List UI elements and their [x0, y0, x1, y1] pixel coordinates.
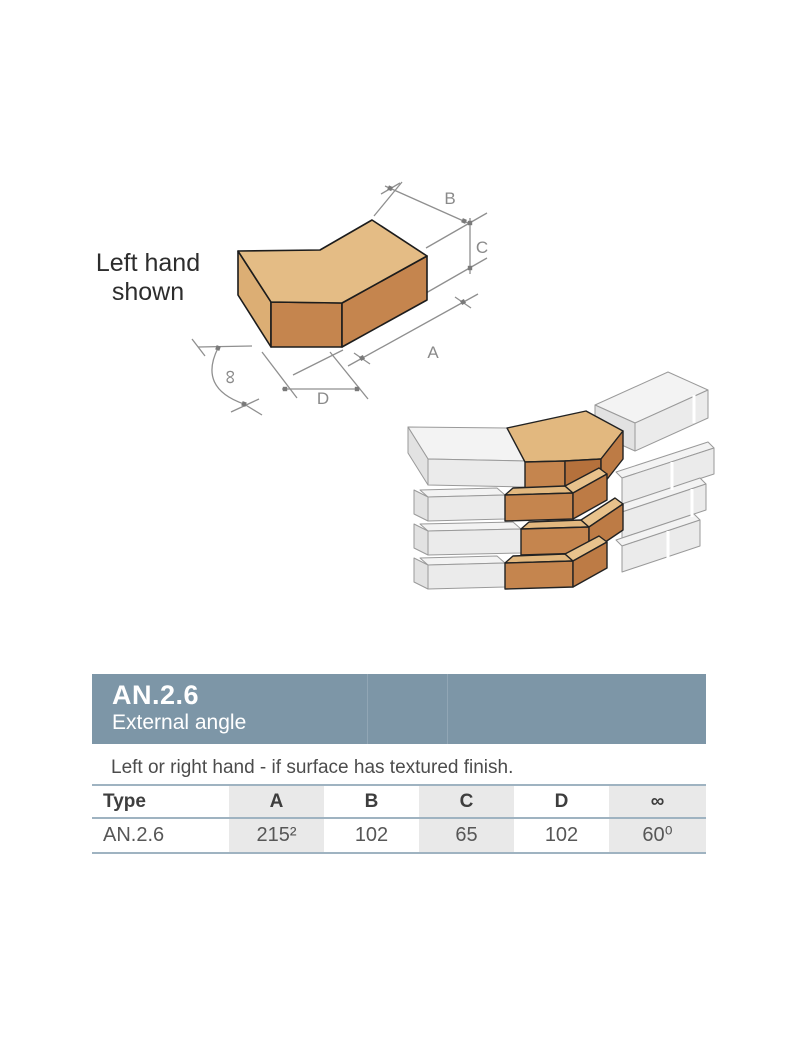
cell-d: 102	[544, 824, 579, 846]
hand-note: Left hand shown	[95, 249, 201, 306]
dim-label-d: D	[317, 389, 329, 408]
col-header-type: Type	[103, 791, 146, 812]
cell-angle: 60⁰	[609, 819, 706, 852]
col-header-a: A	[229, 786, 324, 817]
col-header-d: D	[554, 791, 569, 812]
header-grid-artifact	[447, 674, 448, 744]
header-grid-artifact	[367, 674, 368, 744]
dim-label-b: B	[444, 189, 455, 208]
dimension-labels: B C A D ∞	[219, 189, 488, 408]
cell-c: 65	[419, 819, 514, 852]
product-code: AN.2.6	[112, 680, 200, 710]
wall-corner-bricks	[504, 410, 624, 590]
dim-label-a: A	[427, 343, 439, 362]
dim-label-angle: ∞	[219, 370, 241, 384]
table-row: AN.2.6 215² 102 65 102 60⁰	[92, 819, 706, 852]
product-name: External angle	[112, 711, 247, 734]
product-description: Left or right hand - if surface has text…	[111, 757, 514, 778]
table-header-row: Type A B C D ∞	[92, 786, 706, 819]
cell-type: AN.2.6	[103, 824, 165, 846]
wall-left-wing	[407, 426, 527, 590]
wall-right-joints	[666, 395, 696, 559]
angle-brick-drawing	[237, 219, 428, 348]
cell-b: 102	[354, 824, 389, 846]
col-header-c: C	[419, 786, 514, 817]
brick-illustration: B C A D ∞	[191, 181, 715, 590]
col-header-b: B	[364, 791, 379, 812]
spec-table: Type A B C D ∞ AN.2.6 215² 102 65 102 60…	[92, 784, 706, 854]
cell-a: 215²	[229, 819, 324, 852]
dimension-markers	[215, 185, 473, 407]
dim-label-c: C	[476, 238, 488, 257]
product-header: AN.2.6 External angle	[92, 674, 706, 744]
col-header-angle: ∞	[609, 786, 706, 817]
